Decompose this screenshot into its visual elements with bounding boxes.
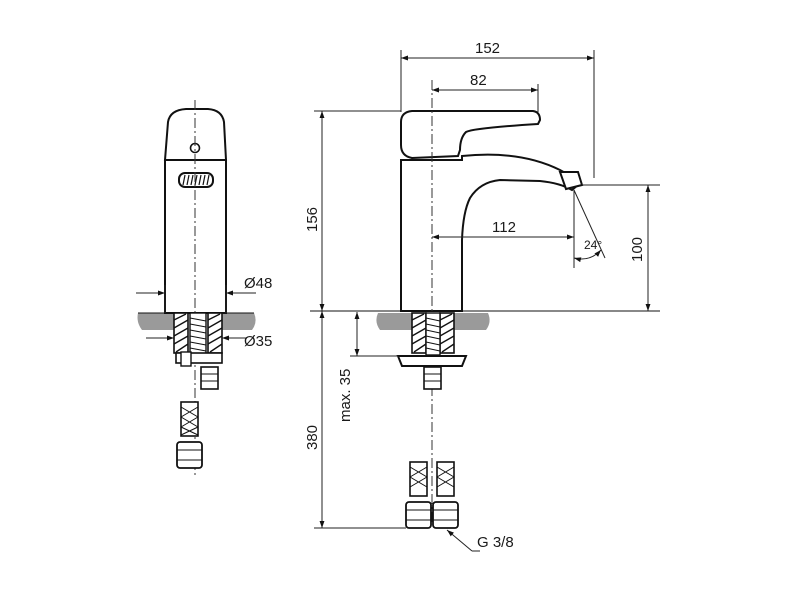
dim-angle-jet: [573, 189, 606, 259]
dim-380-label: 380: [304, 425, 321, 450]
front-view-connector: [423, 366, 442, 390]
front-view: 152 82 112 156 100 24° max. 35 380 G 3/8: [304, 40, 660, 552]
side-view-threads: [189, 317, 207, 352]
side-view-aerator-grid: [182, 174, 210, 186]
side-view-connector: [200, 366, 219, 390]
front-view-deck-left: [376, 313, 412, 330]
front-view-clamp-plate: [396, 355, 468, 367]
dim-156-label: 156: [304, 207, 321, 232]
side-view-hose: [180, 401, 199, 437]
front-view-threads: [425, 317, 441, 352]
dim-g38-leader: [446, 529, 473, 552]
front-view-lever: [400, 110, 542, 160]
side-view-clamp-plate: [175, 352, 223, 364]
dim-48-label: Ø48: [244, 275, 272, 292]
side-view-deck-right: [222, 313, 256, 330]
side-view-shank-hatch: [173, 313, 223, 353]
front-view-body: [400, 153, 580, 312]
side-view: Ø48 Ø35: [136, 100, 272, 475]
dim-152-label: 152: [475, 40, 500, 57]
side-view-deck-left: [137, 313, 174, 330]
dim-35-label: Ø35: [244, 333, 272, 350]
front-view-shank-hatch: [411, 313, 455, 353]
side-view-hose-nut: [176, 441, 203, 469]
front-view-hose-right: [432, 461, 459, 529]
dim-angle-arc: [573, 249, 602, 263]
dim-112-label: 112: [492, 219, 516, 236]
dim-max35-label: max. 35: [337, 369, 354, 422]
dim-g38-label: G 3/8: [477, 534, 514, 551]
dim-82-label: 82: [470, 72, 487, 89]
dim-100-label: 100: [629, 237, 646, 262]
front-view-deck-right: [454, 313, 490, 330]
side-view-clamp-nut: [180, 351, 192, 367]
side-view-hose-braid: [180, 406, 199, 436]
front-view-hose-left: [405, 461, 432, 529]
dim-angle-label: 24°: [584, 238, 602, 252]
side-view-handle: [163, 108, 228, 161]
